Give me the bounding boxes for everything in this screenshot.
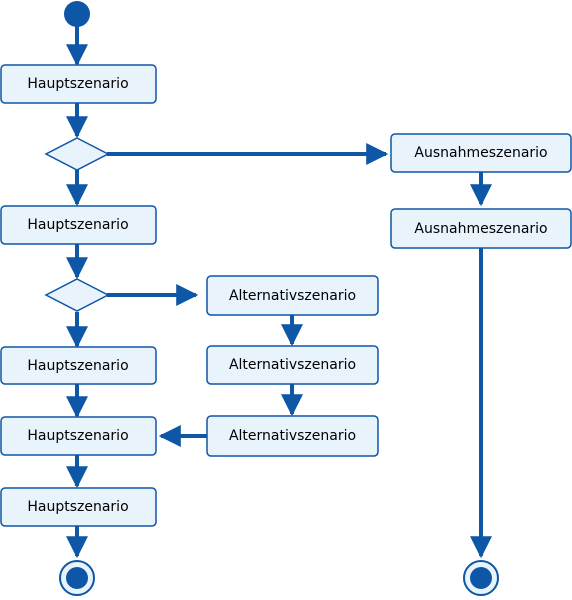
main-scenario-node-1: Hauptszenario bbox=[0, 64, 157, 104]
edges bbox=[66, 25, 492, 559]
alternative-scenario-node-2: Alternativszenario bbox=[206, 345, 379, 385]
alternative-scenario-node-3: Alternativszenario bbox=[206, 415, 379, 457]
exception-scenario-node-2: Ausnahmeszenario bbox=[390, 208, 572, 249]
main-scenario-node-3: Hauptszenario bbox=[0, 346, 157, 385]
exception-scenario-label-1: Ausnahmeszenario bbox=[414, 145, 547, 161]
main-scenario-label-2: Hauptszenario bbox=[27, 217, 128, 233]
main-scenario-node-4: Hauptszenario bbox=[0, 416, 157, 456]
decision-node-2 bbox=[44, 278, 110, 312]
main-scenario-label-4: Hauptszenario bbox=[27, 428, 128, 444]
alternative-scenario-label-2: Alternativszenario bbox=[229, 357, 356, 373]
start-node bbox=[64, 1, 90, 27]
end-node-1 bbox=[59, 560, 95, 596]
main-scenario-label-3: Hauptszenario bbox=[27, 358, 128, 374]
alternative-scenario-node-1: Alternativszenario bbox=[206, 275, 379, 316]
alternative-scenario-label-3: Alternativszenario bbox=[229, 428, 356, 444]
decision-node-1 bbox=[44, 137, 110, 171]
main-scenario-node-2: Hauptszenario bbox=[0, 205, 157, 245]
exception-scenario-node-1: Ausnahmeszenario bbox=[390, 133, 572, 173]
exception-scenario-label-2: Ausnahmeszenario bbox=[414, 221, 547, 237]
main-scenario-label-1: Hauptszenario bbox=[27, 76, 128, 92]
end-node-2 bbox=[463, 560, 499, 596]
main-scenario-label-5: Hauptszenario bbox=[27, 499, 128, 515]
alternative-scenario-label-1: Alternativszenario bbox=[229, 288, 356, 304]
main-scenario-node-5: Hauptszenario bbox=[0, 487, 157, 527]
